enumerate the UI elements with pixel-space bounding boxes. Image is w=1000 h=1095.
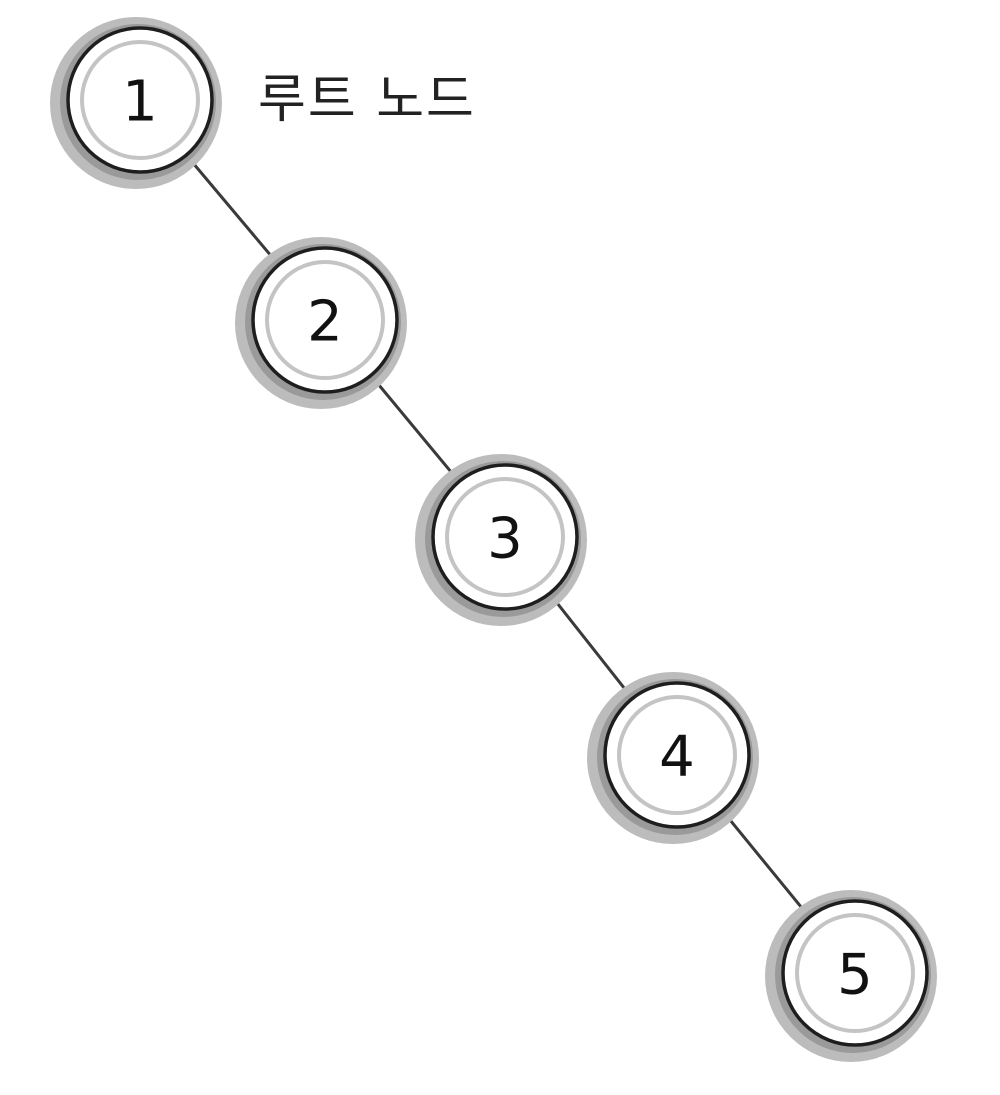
node-circle (66, 26, 214, 174)
node-circle (251, 246, 399, 394)
node-label: 2 (307, 290, 343, 355)
tree-node-4: 4 (587, 672, 759, 844)
node-inner-ring (445, 477, 565, 597)
node-circle (781, 899, 929, 1047)
node-inner-ring (617, 695, 737, 815)
node-inner-ring (80, 40, 200, 160)
nodes-layer: 1 2 3 4 5 (50, 17, 937, 1062)
tree-node-1: 1 (50, 17, 222, 189)
node-label: 4 (659, 725, 695, 790)
tree-node-2: 2 (235, 237, 407, 409)
node-circle (603, 681, 751, 829)
tree-node-3: 3 (415, 454, 587, 626)
node-label: 5 (837, 943, 873, 1008)
node-inner-ring (265, 260, 385, 380)
root-node-caption: 루트 노드 (258, 70, 476, 130)
node-inner-ring (795, 913, 915, 1033)
node-label: 3 (487, 507, 523, 572)
node-circle (431, 463, 579, 611)
node-label: 1 (122, 70, 158, 135)
tree-node-5: 5 (765, 890, 937, 1062)
